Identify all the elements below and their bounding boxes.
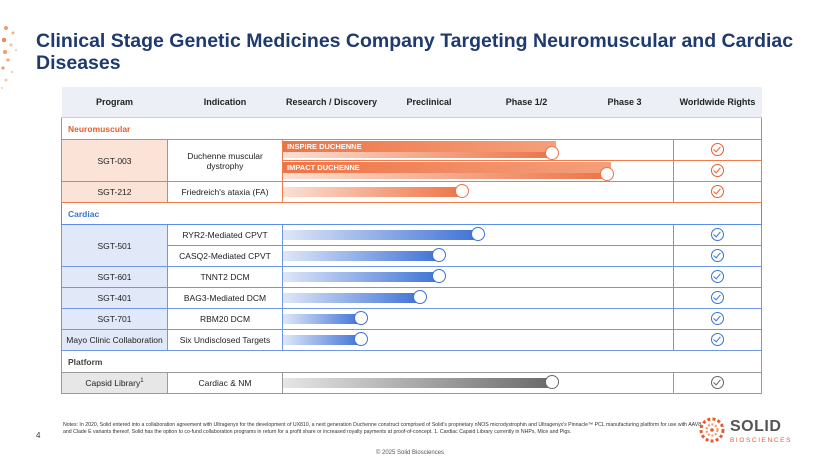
progress-fill bbox=[283, 187, 463, 197]
program-name: Capsid Library1 bbox=[61, 372, 168, 394]
indication-name: Six Undisclosed Targets bbox=[167, 329, 283, 351]
progress-fill bbox=[283, 272, 439, 282]
progress-knob bbox=[545, 146, 560, 160]
program-label: Capsid Library bbox=[85, 378, 141, 388]
decorative-dots bbox=[1, 26, 18, 89]
header-preclinical: Preclinical bbox=[380, 87, 478, 118]
rights-check-icon bbox=[673, 181, 762, 203]
program-name: SGT-003 bbox=[61, 139, 168, 182]
program-name: SGT-701 bbox=[61, 308, 168, 330]
table-row: SGT-401 BAG3-Mediated DCM bbox=[61, 287, 762, 309]
indication-name: RYR2-Mediated CPVT bbox=[167, 224, 283, 246]
progress-fill bbox=[283, 293, 420, 303]
section-neuromuscular: Neuromuscular bbox=[61, 117, 762, 140]
indication-name: Friedreich's ataxia (FA) bbox=[167, 181, 283, 203]
progress-bar bbox=[282, 224, 674, 246]
progress-bar bbox=[282, 181, 674, 203]
indication-name: TNNT2 DCM bbox=[167, 266, 283, 288]
trial-label: IMPACT DUCHENNE bbox=[283, 162, 611, 173]
progress-fill bbox=[283, 335, 361, 345]
progress-knob bbox=[471, 227, 485, 241]
section-cardiac: Cardiac bbox=[61, 202, 762, 225]
progress-knob bbox=[545, 375, 560, 389]
rights-check-icon bbox=[673, 224, 762, 246]
section-label: Cardiac bbox=[61, 202, 762, 225]
footnotes: Notes: In 2020, Solid entered into a col… bbox=[63, 422, 702, 435]
indication-name: Cardiac & NM bbox=[167, 372, 283, 394]
rights-check-icon bbox=[673, 266, 762, 288]
logo-subtitle: BIOSCIENCES bbox=[730, 437, 793, 444]
header-program: Program bbox=[61, 87, 168, 118]
table-row: Mayo Clinic Collaboration Six Undisclose… bbox=[61, 329, 762, 351]
progress-knob bbox=[599, 167, 614, 181]
program-name: SGT-212 bbox=[61, 181, 168, 203]
progress-fill bbox=[283, 251, 439, 261]
program-name: Mayo Clinic Collaboration bbox=[61, 329, 168, 351]
progress-knob bbox=[354, 311, 368, 325]
table-row: SGT-601 TNNT2 DCM bbox=[61, 266, 762, 288]
progress-fill bbox=[283, 170, 607, 179]
indication-name: BAG3-Mediated DCM bbox=[167, 287, 283, 309]
program-name: SGT-401 bbox=[61, 287, 168, 309]
rights-check-icon bbox=[673, 372, 762, 394]
solid-logo-icon bbox=[699, 417, 725, 443]
section-label: Platform bbox=[61, 350, 762, 373]
progress-bar: INSPIRE DUCHENNE bbox=[282, 139, 674, 161]
rights-check-icon bbox=[673, 308, 762, 330]
table-row: SGT-701 RBM20 DCM bbox=[61, 308, 762, 330]
progress-fill bbox=[283, 378, 553, 388]
table-row: SGT-003 Duchenne muscular dystrophy INSP… bbox=[61, 139, 762, 182]
section-label: Neuromuscular bbox=[61, 117, 762, 140]
page-title: Clinical Stage Genetic Medicines Company… bbox=[36, 30, 794, 74]
progress-knob bbox=[455, 184, 470, 198]
table-row: IMPACT DUCHENNE bbox=[62, 160, 762, 182]
progress-fill bbox=[283, 314, 361, 324]
indication-name: Duchenne muscular dystrophy bbox=[167, 139, 283, 182]
table-row: Capsid Library1 Cardiac & NM bbox=[61, 372, 762, 394]
program-name: SGT-501 bbox=[61, 224, 168, 267]
footnote-marker: 1 bbox=[140, 378, 144, 385]
table-row: SGT-212 Friedreich's ataxia (FA) bbox=[61, 181, 762, 203]
table-row: SGT-501 RYR2-Mediated CPVT bbox=[61, 224, 762, 267]
rights-check-icon bbox=[673, 245, 762, 267]
progress-bar bbox=[282, 245, 674, 267]
progress-bar bbox=[282, 372, 674, 394]
progress-fill bbox=[283, 149, 553, 158]
rights-check-icon bbox=[673, 160, 762, 182]
program-name: SGT-601 bbox=[61, 266, 168, 288]
header-phase3: Phase 3 bbox=[575, 87, 674, 118]
progress-knob bbox=[432, 269, 446, 283]
progress-bar: IMPACT DUCHENNE bbox=[282, 160, 674, 182]
logo-name: SOLID bbox=[730, 418, 782, 435]
header-indication: Indication bbox=[167, 87, 283, 118]
pipeline-table: Program Indication Research / Discovery … bbox=[61, 87, 762, 394]
rights-check-icon bbox=[673, 329, 762, 351]
header-rights: Worldwide Rights bbox=[673, 87, 762, 118]
page-number: 4 bbox=[36, 431, 41, 440]
progress-knob bbox=[354, 332, 368, 346]
section-platform: Platform bbox=[61, 350, 762, 373]
progress-bar bbox=[282, 329, 674, 351]
progress-bar bbox=[282, 308, 674, 330]
copyright: © 2025 Solid Biosciences bbox=[375, 450, 445, 456]
indication-name: CASQ2-Mediated CPVT bbox=[167, 245, 283, 267]
header-row: Program Indication Research / Discovery … bbox=[61, 87, 762, 118]
progress-knob bbox=[412, 290, 427, 304]
header-phase12: Phase 1/2 bbox=[477, 87, 576, 118]
header-research: Research / Discovery bbox=[282, 87, 381, 118]
progress-bar bbox=[282, 287, 674, 309]
trial-label: INSPIRE DUCHENNE bbox=[283, 141, 557, 152]
progress-fill bbox=[283, 230, 478, 240]
rights-check-icon bbox=[673, 139, 762, 161]
progress-knob bbox=[432, 248, 446, 262]
rights-check-icon bbox=[673, 287, 762, 309]
indication-name: RBM20 DCM bbox=[167, 308, 283, 330]
progress-bar bbox=[282, 266, 674, 288]
